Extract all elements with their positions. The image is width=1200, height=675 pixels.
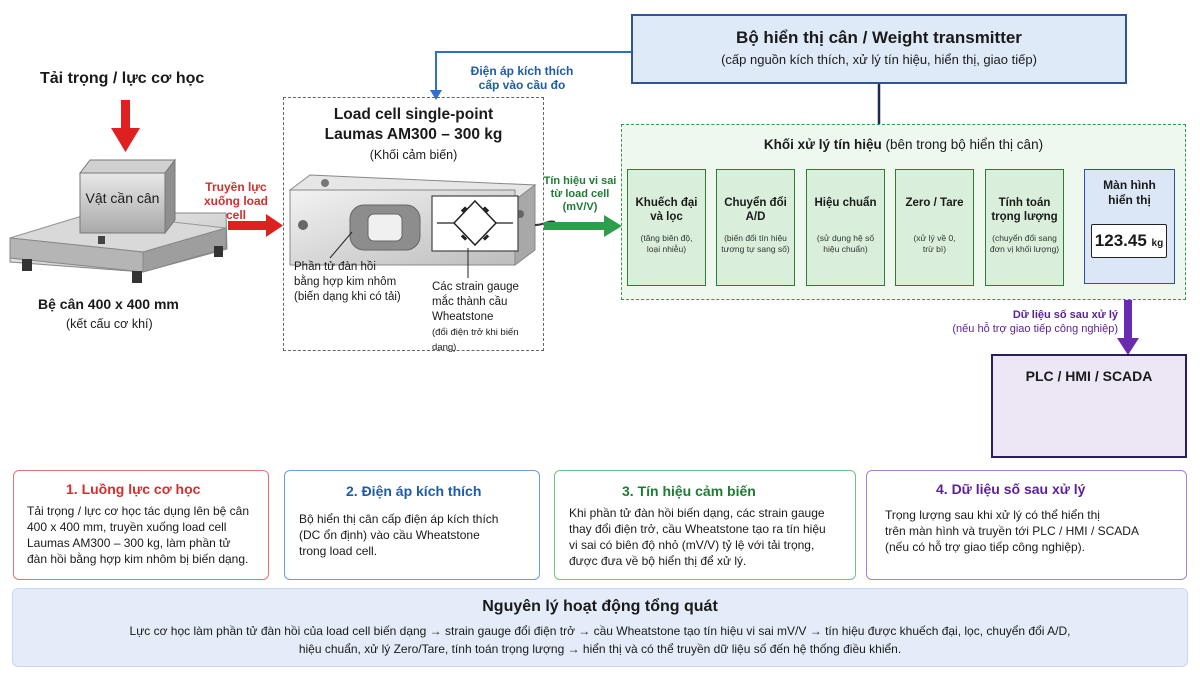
load-force-arrow: [111, 100, 140, 152]
card-sensor-signal-body: Khi phần tử đàn hồi biến dạng, các strai…: [569, 506, 826, 568]
card-digital-data-title: 4. Dữ liệu số sau xử lý: [936, 481, 1086, 497]
loadcell-title-line1: Load cell single-point: [333, 106, 494, 123]
card-digital-data-body: Trọng lượng sau khi xử lý có thể hiển th…: [885, 508, 1139, 554]
step-amplify-box: [627, 169, 706, 286]
platform-title: Bệ cân 400 x 400 mm: [38, 296, 179, 312]
card-excitation-body: Bộ hiển thị cân cấp điện áp kích thích(D…: [299, 512, 499, 558]
summary-title: Nguyên lý hoạt động tổng quát: [482, 598, 718, 615]
card-excitation: [284, 470, 540, 580]
object-box-drawing: [78, 158, 177, 235]
step-calibration-box: [806, 169, 885, 286]
load-cell-drawing: [288, 174, 556, 266]
elastic-pointer-line: [329, 231, 353, 259]
transmitter-title: Bộ hiển thị cân / Weight transmitter: [736, 28, 1022, 47]
force-transfer-arrow: [228, 214, 283, 237]
display-reading: 123.45 kg: [1094, 231, 1164, 250]
summary-line2: hiệu chuẩn, xử lý Zero/Tare, tính toán t…: [298, 642, 902, 656]
card-sensor-signal: [554, 470, 856, 580]
summary-line1: Lực cơ học làm phần tử đàn hồi của load …: [129, 624, 1071, 638]
card-sensor-signal-title: 3. Tín hiệu cảm biến: [622, 483, 756, 499]
plc-title: PLC / HMI / SCADA: [1025, 368, 1153, 384]
signal-arrow: [544, 215, 622, 237]
object-label: Vật cần cân: [85, 190, 160, 206]
step-zero-tare-title: Zero / Tare: [905, 197, 964, 209]
platform-subtitle: (kết cấu cơ khí): [66, 317, 153, 331]
scale-platform-drawing: [9, 212, 228, 283]
step-amplify-sub: (tăng biên độ,loại nhiễu): [640, 233, 693, 254]
loadcell-box: [283, 97, 544, 351]
card-force-flow: [13, 470, 269, 580]
digital-data-arrow: [1117, 284, 1139, 355]
transmitter-box: [631, 14, 1127, 84]
excitation-arrow: [430, 51, 631, 100]
plc-hmi-scada-box: [991, 354, 1187, 458]
summary-panel: [12, 588, 1188, 667]
step-zero-tare-box: [895, 169, 974, 286]
card-force-flow-body: Tải trọng / lực cơ học tác dụng lên bệ c…: [27, 504, 250, 566]
digital-data-label: Dữ liệu số sau xử lý(nếu hỗ trợ giao tiế…: [952, 309, 1118, 335]
step-zero-tare-sub: (xử lý về 0,trừ bì): [913, 233, 956, 254]
processing-title: Khối xử lý tín hiệu (bên trong bộ hiển t…: [763, 137, 1044, 152]
card-excitation-title: 2. Điện áp kích thích: [346, 483, 482, 499]
loadcell-title-line2: Laumas AM300 – 300 kg: [324, 126, 503, 143]
load-label: Tải trọng / lực cơ học: [40, 70, 205, 87]
display-screen: [1091, 224, 1167, 258]
step-calibration-title: Hiệu chuẩn: [814, 197, 877, 209]
step-adc-box: [716, 169, 795, 286]
card-force-flow-title: 1. Luồng lực cơ học: [66, 481, 201, 497]
card-digital-data: [866, 470, 1187, 580]
step-weight-box: [985, 169, 1064, 286]
loadcell-subtitle: (Khối cảm biến): [369, 148, 458, 162]
transmitter-subtitle: (cấp nguồn kích thích, xử lý tín hiệu, h…: [721, 52, 1037, 67]
